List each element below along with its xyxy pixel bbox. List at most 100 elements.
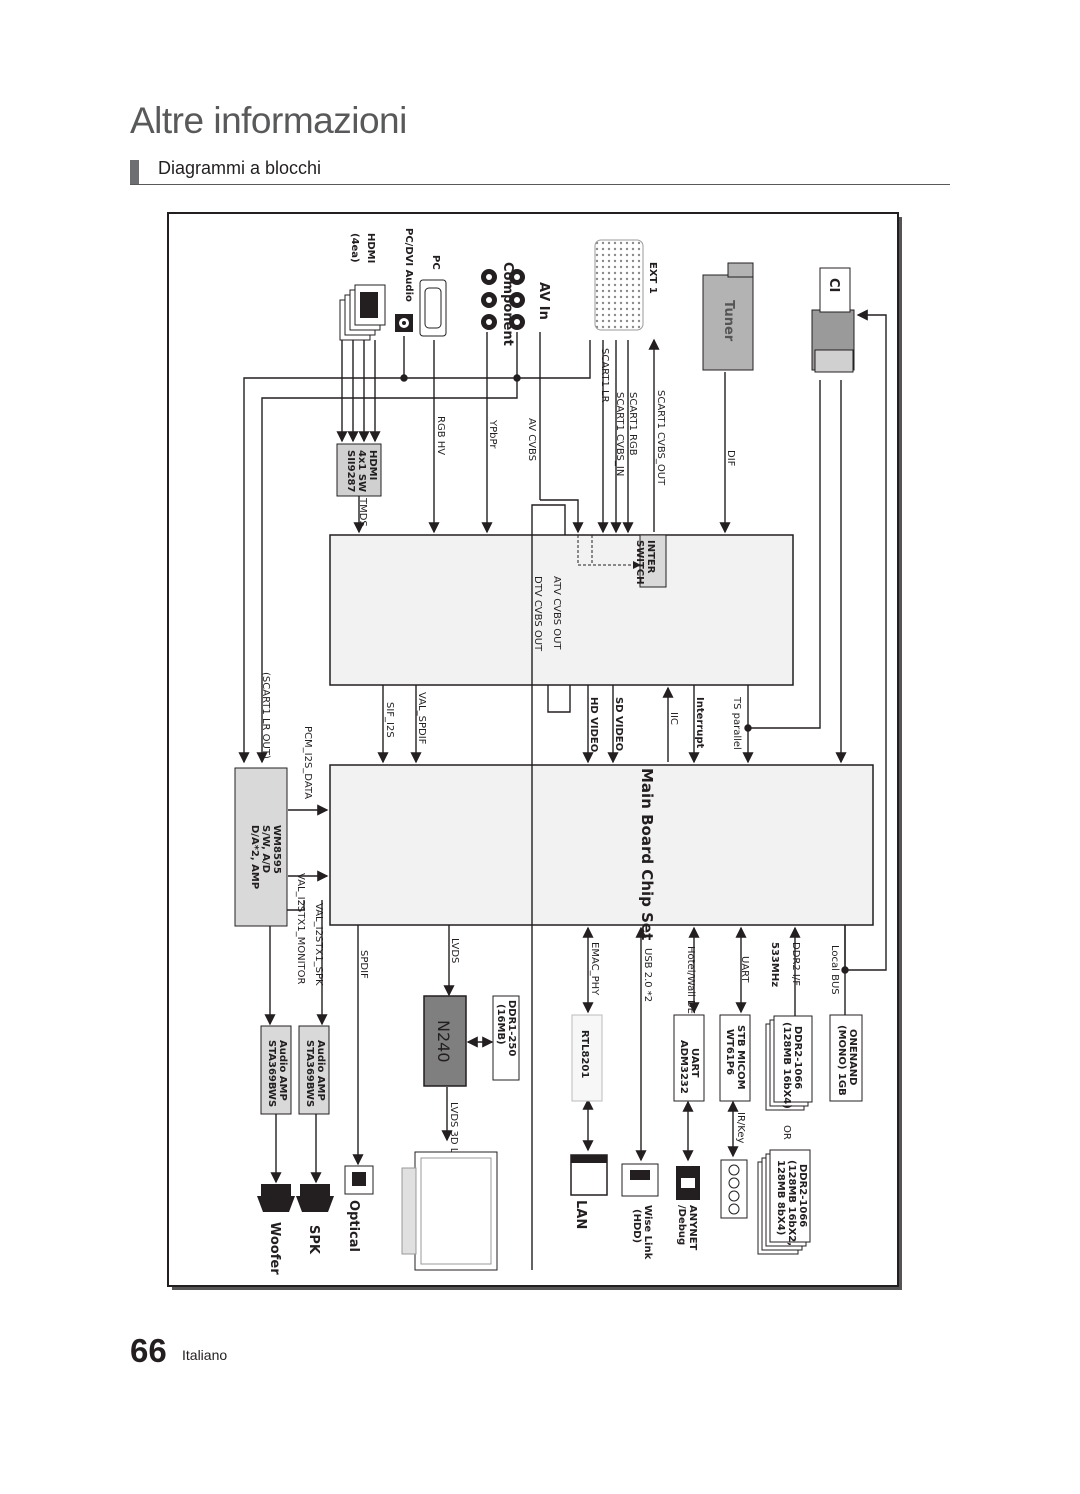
signal-av-cvbs: AV CVBS: [526, 418, 537, 461]
lan-label: LAN: [573, 1200, 588, 1229]
signal-scart1-rgb: SCART1 RGB: [627, 392, 638, 456]
signal-scart1-lr-out: (SCART1 LR OUT): [260, 672, 271, 759]
main-chip-block: [329, 764, 874, 926]
wise-link-label-1: Wise Link: [642, 1205, 653, 1260]
ci-slot-top: [819, 267, 851, 313]
page-title: Altre informazioni: [130, 100, 407, 141]
signal-spdif: SPDIF: [358, 950, 369, 979]
n240-block: [423, 995, 467, 1087]
spk-label: SPK: [306, 1225, 321, 1255]
main-chip-label: Main Board Chip Set: [638, 768, 656, 940]
stb-micom-label-2: WT61P6: [724, 1029, 735, 1075]
signal-val-spdif: VAL_SPDIF: [416, 692, 427, 745]
page-language: Italiano: [182, 1347, 228, 1363]
audio-amp-block-2: [260, 1025, 292, 1115]
optical-port-icon: [344, 1165, 374, 1195]
signal-scart1-lr: SCART1 LR: [599, 348, 610, 403]
onenand-block: [829, 1014, 863, 1102]
hdmi-connectors-icon: [339, 284, 386, 341]
ddr2-a-label-1: DDR2-1066: [792, 1026, 803, 1089]
stb-micom-block: [719, 1014, 751, 1102]
optical-label: Optical: [346, 1200, 361, 1252]
tuner-box: [702, 274, 754, 371]
pc-label: PC: [430, 255, 441, 270]
ddr2-a-label-2: (128MB 16bX4): [781, 1022, 792, 1109]
tv-panel-icon: [401, 1151, 498, 1271]
ddr2-b-label-3: 128MB 8bX4): [775, 1160, 786, 1235]
signal-hd-video: HD VIDEO: [588, 697, 599, 752]
hdmi-count-label: (4ea): [349, 233, 360, 263]
signal-dif: DIF: [725, 450, 736, 467]
ext1-label: EXT 1: [647, 262, 658, 294]
page-number: 66: [130, 1332, 167, 1369]
onenand-label-1: ONENAND: [847, 1029, 858, 1085]
hdmi-switch-label-1: HDMI: [367, 450, 378, 480]
ddr1-label-2: (16MB): [495, 1004, 506, 1045]
hdmi-switch-label-3: SII9287: [345, 450, 356, 493]
rtl8201-label: RTL8201: [579, 1030, 590, 1078]
signal-lvds-3d-lr: LVDS 3D LR: [448, 1102, 459, 1160]
hdmi-switch-label-2: 4x1 SW: [356, 450, 367, 492]
spk-speaker-icon: [296, 1184, 334, 1212]
signal-pcm-i2s-data: PCM_I2S_DATA: [302, 726, 313, 799]
onenand-label-2: (MONO) 1GB: [836, 1025, 847, 1096]
signal-rgb-hv: RGB HV: [435, 416, 446, 455]
signal-sif-i2s: SIF_I2S: [384, 702, 395, 738]
signal-usb: USB 2.0 *2: [642, 948, 653, 1002]
woofer-label: Woofer: [267, 1222, 282, 1275]
usb-port-icon: [621, 1163, 659, 1197]
signal-val-i2stx1-monitor: VAL_I2STX1_MONITOR: [295, 873, 306, 985]
signal-interrupt: Interrupt: [694, 697, 705, 749]
inter-switch-label-2: SWITCH: [634, 540, 645, 584]
signal-tmds: TMDS: [357, 497, 368, 527]
video-input-block: [329, 534, 794, 686]
wise-link-label-2: (HDD): [631, 1209, 642, 1243]
anynet-port-icon: [676, 1166, 700, 1200]
anynet-label-2: /Debug: [676, 1205, 687, 1245]
signal-atv-cvbs-out: ATV CVBS OUT: [551, 576, 562, 650]
signal-sd-video: SD VIDEO: [613, 697, 624, 751]
ddr1-block: [492, 995, 520, 1081]
audio-amp-1-label-1: Audio AMP: [315, 1040, 326, 1101]
wm8595-block: [234, 767, 288, 927]
signal-ddr2-if: DDR2 I/F: [790, 942, 801, 986]
tuner-connector: [727, 262, 754, 278]
signal-iic: IIC: [668, 712, 679, 725]
uart-adm-label-1: UART: [689, 1048, 700, 1078]
section-divider: [130, 184, 950, 185]
ddr2-a-stack: [765, 1015, 813, 1111]
ddr2-b-label-2: (128MB 16bX2,: [786, 1160, 797, 1246]
n240-label: N240: [434, 1020, 453, 1063]
woofer-speaker-icon: [257, 1184, 295, 1212]
ext1-scart-connector: [594, 239, 644, 331]
signal-lvds: LVDS: [449, 938, 460, 963]
audio-amp-2-label-1: Audio AMP: [277, 1040, 288, 1101]
section-marker: [130, 160, 139, 184]
stb-micom-label-1: STB MICOM: [735, 1025, 746, 1090]
wm8595-label-1: WM8595: [271, 825, 282, 874]
audio-amp-1-label-2: STA369BWS: [304, 1040, 315, 1107]
wm8595-label-2: S/W, A/D: [260, 825, 271, 873]
hdmi-label: HDMI: [365, 233, 376, 263]
signal-scart1-cvbs-in: SCART1 CVBS_IN: [614, 392, 625, 476]
audio-amp-block-1: [298, 1025, 330, 1115]
rtl8201-block: [571, 1014, 603, 1102]
tuner-label: Tuner: [721, 300, 736, 342]
signal-ts-parallel: TS parallel: [731, 696, 742, 750]
uart-adm3232-block: [673, 1014, 705, 1102]
signal-ddr2-speed: 533MHz: [769, 942, 780, 987]
signal-scart1-cvbs-out: SCART1 CVBS_OUT: [655, 390, 666, 486]
ddr1-label-1: DDR1-250: [506, 1000, 517, 1056]
inter-switch-route: [577, 535, 641, 569]
wm8595-label-3: D/A*2, AMP: [249, 825, 260, 889]
uart-adm-label-2: ADM3232: [678, 1040, 689, 1094]
signal-or: OR: [781, 1125, 792, 1140]
pc-dvi-audio-label: PC/DVI Audio: [403, 228, 414, 302]
signal-ypbpr: YPbPr: [487, 419, 498, 449]
anynet-label-1: ANYNET: [687, 1205, 698, 1251]
section-title: Diagrammi a blocchi: [158, 158, 322, 178]
ci-slot-detail: [814, 349, 854, 373]
ci-label: CI: [826, 278, 841, 292]
audio-amp-2-label-2: STA369BWS: [266, 1040, 277, 1107]
